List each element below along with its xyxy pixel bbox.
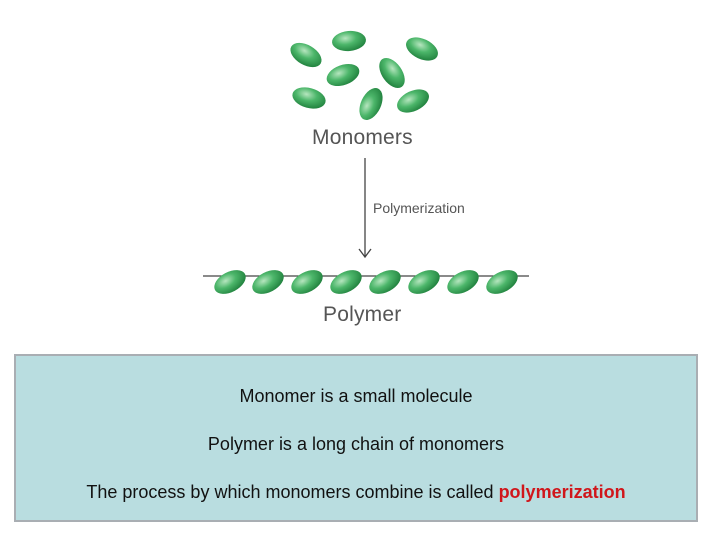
polymer-unit <box>408 270 440 294</box>
monomer <box>406 37 438 61</box>
polymerization-definition: The process by which monomers combine is… <box>16 482 696 503</box>
monomers-label: Monomers <box>312 126 413 149</box>
polymerization-definition-text: The process by which monomers combine is… <box>86 482 499 502</box>
polymer-label: Polymer <box>323 303 402 326</box>
polymer-unit <box>369 270 401 294</box>
polymer-definition: Polymer is a long chain of monomers <box>207 434 505 454</box>
polymerization-diagram <box>203 30 529 294</box>
monomer <box>397 89 429 113</box>
monomer <box>290 42 322 68</box>
monomer <box>332 30 366 52</box>
polymer-unit <box>330 270 362 294</box>
polymerization-term: polymerization <box>498 482 626 502</box>
polymer-unit <box>252 270 284 294</box>
polymer-chain <box>203 270 529 294</box>
definition-box: Monomer is a small molecule Polymer is a… <box>14 354 698 522</box>
monomer <box>292 87 326 109</box>
monomer <box>359 88 383 120</box>
polymer-unit <box>291 270 323 294</box>
polymer-unit <box>486 270 518 294</box>
monomer <box>326 63 360 87</box>
polymerization-arrow <box>358 158 372 259</box>
monomer-cluster <box>290 30 438 120</box>
polymer-unit <box>214 270 246 294</box>
polymer-unit <box>447 270 479 294</box>
monomer-definition: Monomer is a small molecule <box>239 386 473 406</box>
polymerization-label: Polymerization <box>373 200 465 216</box>
monomer <box>379 57 405 89</box>
